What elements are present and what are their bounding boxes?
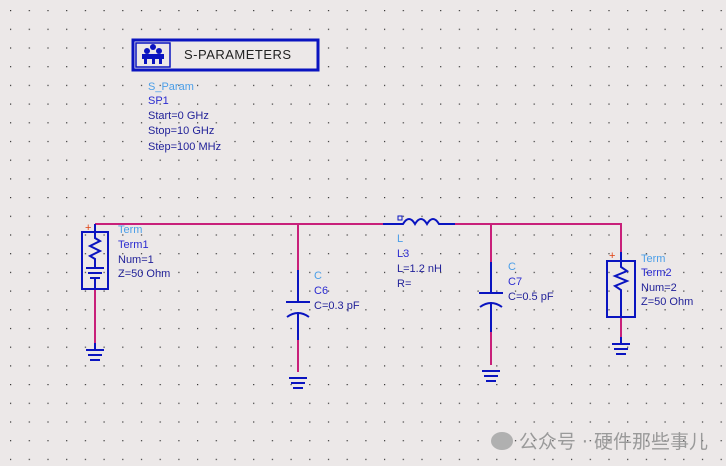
- sparam-type: S_Param: [148, 81, 194, 93]
- term2-z[interactable]: Z=50 Ohm: [641, 296, 693, 308]
- ground-icon: [289, 377, 307, 389]
- wechat-icon: [490, 431, 513, 450]
- s-parameters-block[interactable]: S-PARAMETERS: [131, 38, 320, 72]
- sparam-step[interactable]: Step=100 MHz: [148, 141, 221, 153]
- term1-num[interactable]: Num=1: [118, 254, 154, 266]
- ground-icon: [86, 343, 104, 361]
- term2-instance[interactable]: Term2: [641, 267, 672, 279]
- l3-resistance[interactable]: R=: [397, 278, 411, 290]
- sparam-start[interactable]: Start=0 GHz: [148, 110, 209, 122]
- term1-instance[interactable]: Term1: [118, 239, 149, 251]
- ground-icon: [482, 370, 500, 382]
- wires: [94, 223, 622, 372]
- plus-icon: +: [85, 222, 91, 234]
- watermark: 公众号 · 硬件那些事儿: [490, 427, 708, 454]
- term2-num[interactable]: Num=2: [641, 282, 677, 294]
- c7-capacitor[interactable]: [479, 262, 503, 332]
- term1-z[interactable]: Z=50 Ohm: [118, 268, 170, 280]
- watermark-text: 公众号 · 硬件那些事儿: [518, 431, 708, 453]
- sparam-stop[interactable]: Stop=10 GHz: [148, 125, 214, 137]
- sparam-icon: [142, 44, 164, 64]
- l3-instance[interactable]: L3: [397, 248, 409, 260]
- sparam-title: S-PARAMETERS: [184, 47, 292, 62]
- sparam-instance[interactable]: SP1: [148, 95, 169, 107]
- c6-type: C: [314, 270, 322, 282]
- l3-value[interactable]: L=1.2 nH: [397, 263, 442, 275]
- term1-component[interactable]: [81, 224, 109, 290]
- plus-icon: +: [609, 250, 615, 262]
- c7-type: C: [508, 261, 516, 273]
- term2-type: Term: [641, 253, 665, 265]
- l3-type: L: [397, 233, 403, 245]
- c6-capacitor[interactable]: [286, 270, 310, 340]
- c7-instance[interactable]: C7: [508, 276, 522, 288]
- ground-icon: [612, 337, 630, 355]
- term2-component[interactable]: [606, 252, 636, 318]
- c6-value[interactable]: C=0.3 pF: [314, 300, 360, 312]
- term1-type: Term: [118, 224, 142, 236]
- l3-inductor[interactable]: [383, 215, 455, 226]
- c6-instance[interactable]: C6: [314, 285, 328, 297]
- c7-value[interactable]: C=0.5 pF: [508, 291, 554, 303]
